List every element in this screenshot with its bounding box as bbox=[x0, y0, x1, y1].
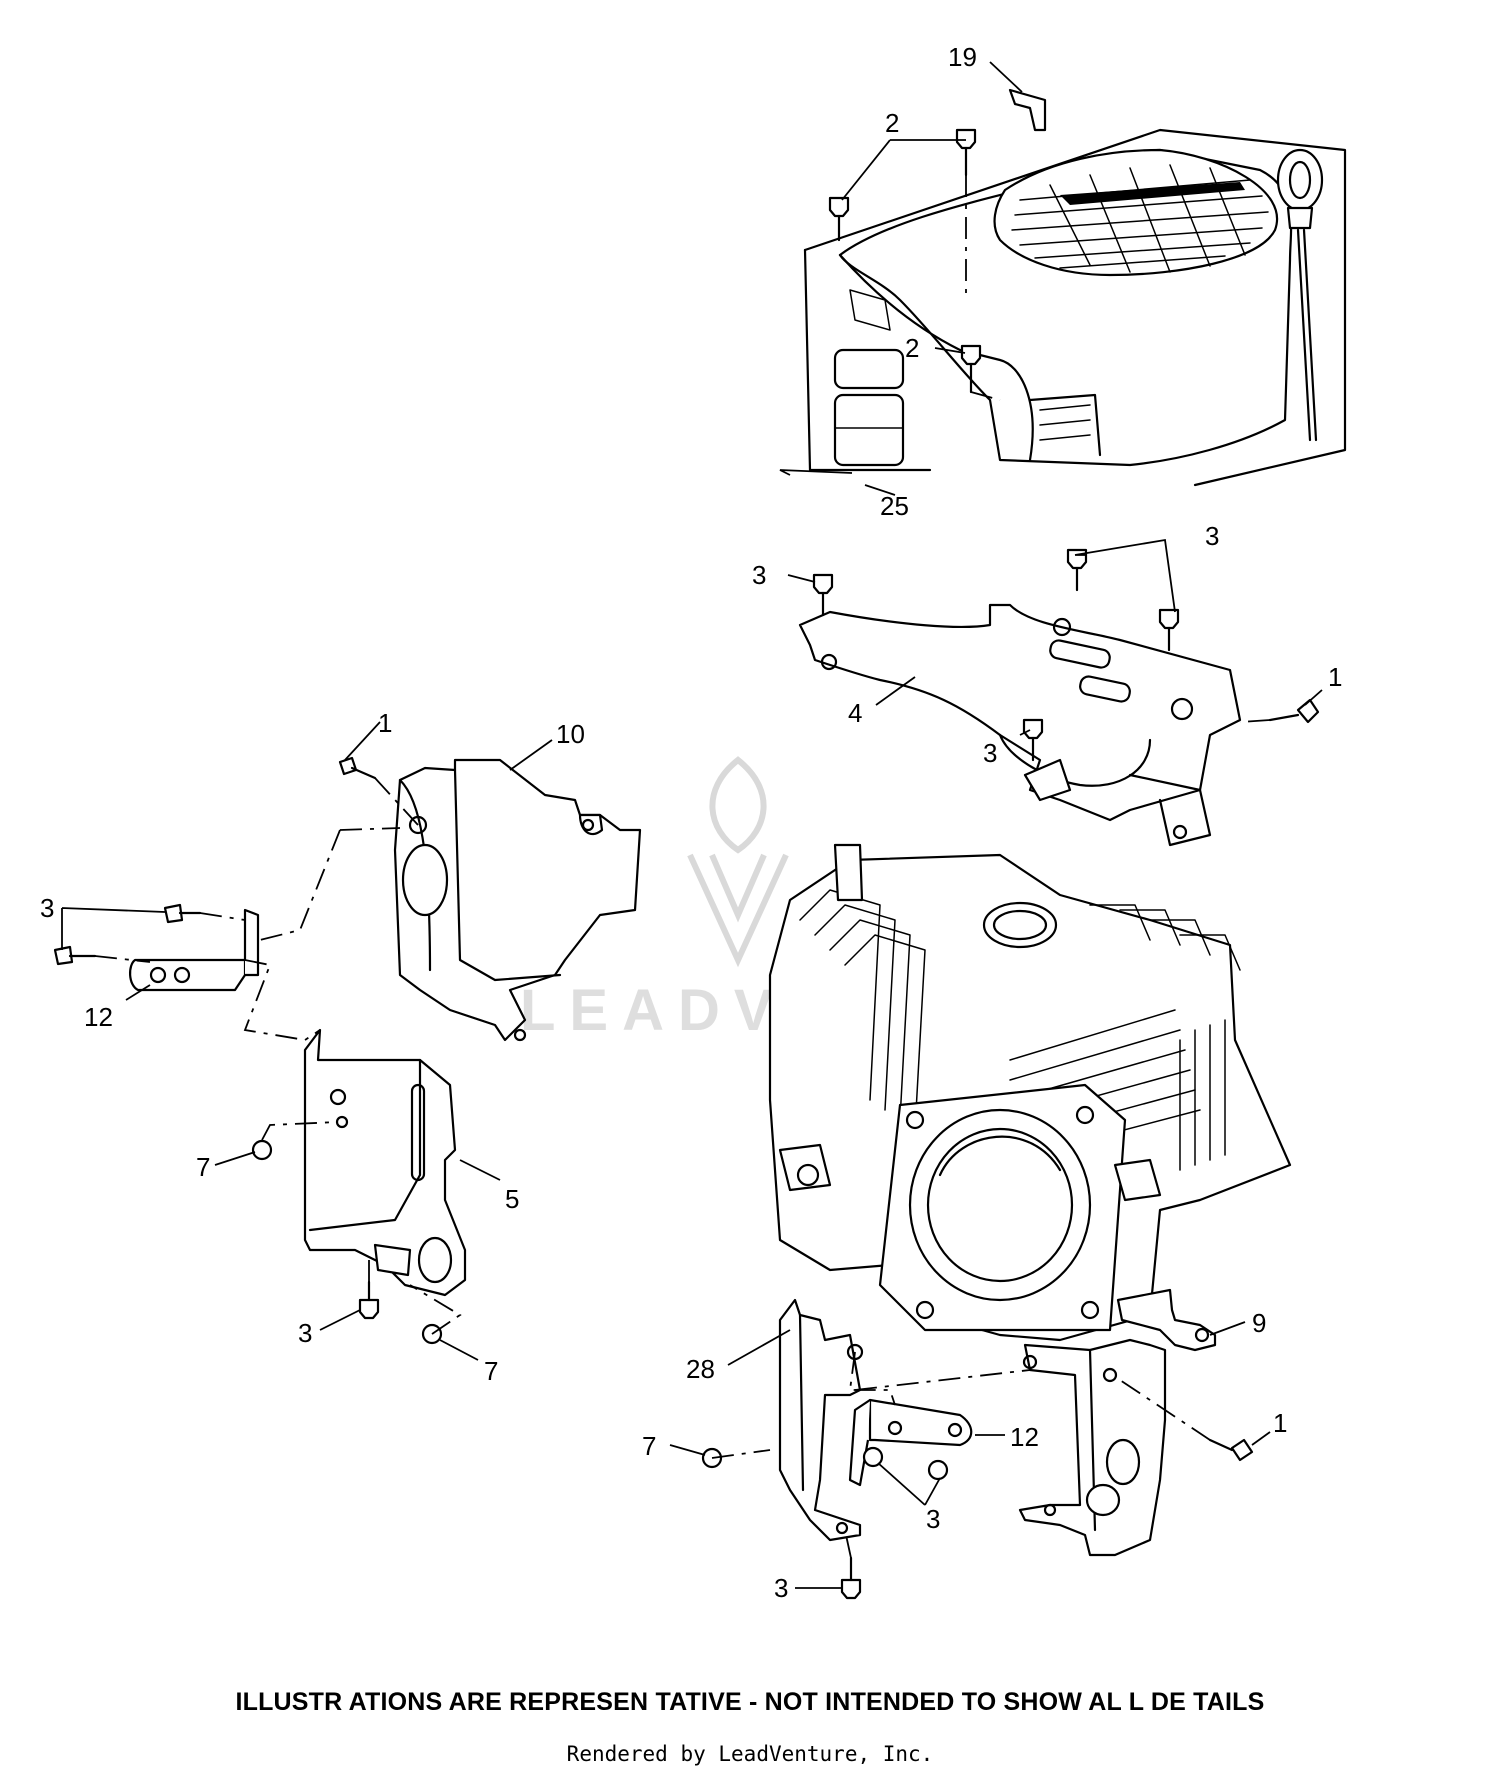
bolt bbox=[53, 945, 74, 966]
bolt bbox=[338, 756, 358, 776]
callout-3: 3 bbox=[1205, 521, 1219, 551]
callout-10: 10 bbox=[556, 719, 585, 749]
shroud-28 bbox=[778, 1298, 864, 1542]
dipstick bbox=[1276, 148, 1324, 442]
bolt bbox=[1158, 608, 1180, 630]
side-shroud-lower-right bbox=[1018, 1338, 1167, 1557]
bolt bbox=[960, 344, 982, 366]
watermark-logo bbox=[687, 756, 789, 968]
bolt bbox=[812, 573, 834, 595]
callout-28: 28 bbox=[686, 1354, 715, 1384]
bolt bbox=[163, 903, 184, 924]
cooling-fins bbox=[799, 889, 1241, 1171]
bolt bbox=[955, 128, 977, 150]
callout-4: 4 bbox=[848, 698, 862, 728]
bracket-12-left bbox=[129, 908, 260, 992]
callout-12: 12 bbox=[84, 1002, 113, 1032]
callout-1: 1 bbox=[378, 708, 392, 738]
callout-3: 3 bbox=[983, 738, 997, 768]
bolt bbox=[1022, 718, 1044, 740]
nut bbox=[862, 1446, 884, 1468]
callout-1: 1 bbox=[1273, 1408, 1287, 1438]
callout-12: 12 bbox=[1010, 1422, 1039, 1452]
blower-grille bbox=[1011, 164, 1269, 273]
nut bbox=[927, 1459, 949, 1481]
callout-3: 3 bbox=[298, 1318, 312, 1348]
callouts: 19 2 2 25 3 3 4 1 3 1 10 3 12 7 5 3 7 9 … bbox=[40, 42, 1342, 1603]
callout-3: 3 bbox=[774, 1573, 788, 1603]
disclaimer-text: ILLUSTR ATIONS ARE REPRESEN TATIVE - NOT… bbox=[235, 1688, 1265, 1716]
cylinder-baffle bbox=[798, 603, 1242, 847]
callout-3: 3 bbox=[926, 1504, 940, 1534]
bracket-12-lower bbox=[848, 1398, 973, 1487]
engine-block bbox=[768, 843, 1292, 1342]
leader-lines bbox=[61, 61, 1323, 1589]
clip-part bbox=[1008, 88, 1047, 132]
callout-19: 19 bbox=[948, 42, 977, 72]
render-credit: Rendered by LeadVenture, Inc. bbox=[566, 1742, 934, 1766]
callout-5: 5 bbox=[505, 1184, 519, 1214]
callout-7: 7 bbox=[196, 1152, 210, 1182]
callout-2: 2 bbox=[885, 108, 899, 138]
callout-2: 2 bbox=[905, 333, 919, 363]
bolt bbox=[1066, 548, 1088, 570]
bolt bbox=[1230, 1438, 1254, 1462]
callout-3: 3 bbox=[752, 560, 766, 590]
side-shroud-10 bbox=[393, 758, 642, 1042]
callout-7: 7 bbox=[642, 1431, 656, 1461]
bracket-9 bbox=[1116, 1288, 1217, 1352]
assembly-lines bbox=[94, 175, 1271, 1559]
side-shroud-5 bbox=[303, 1028, 467, 1297]
callout-7: 7 bbox=[484, 1356, 498, 1386]
callout-25: 25 bbox=[880, 491, 909, 521]
bolt bbox=[840, 1578, 862, 1600]
callout-3: 3 bbox=[40, 893, 54, 923]
bolt bbox=[828, 196, 850, 218]
nut bbox=[251, 1139, 273, 1161]
blower-housing bbox=[803, 128, 1347, 487]
callout-1: 1 bbox=[1328, 662, 1342, 692]
callout-9: 9 bbox=[1252, 1308, 1266, 1338]
bolt bbox=[358, 1298, 380, 1320]
